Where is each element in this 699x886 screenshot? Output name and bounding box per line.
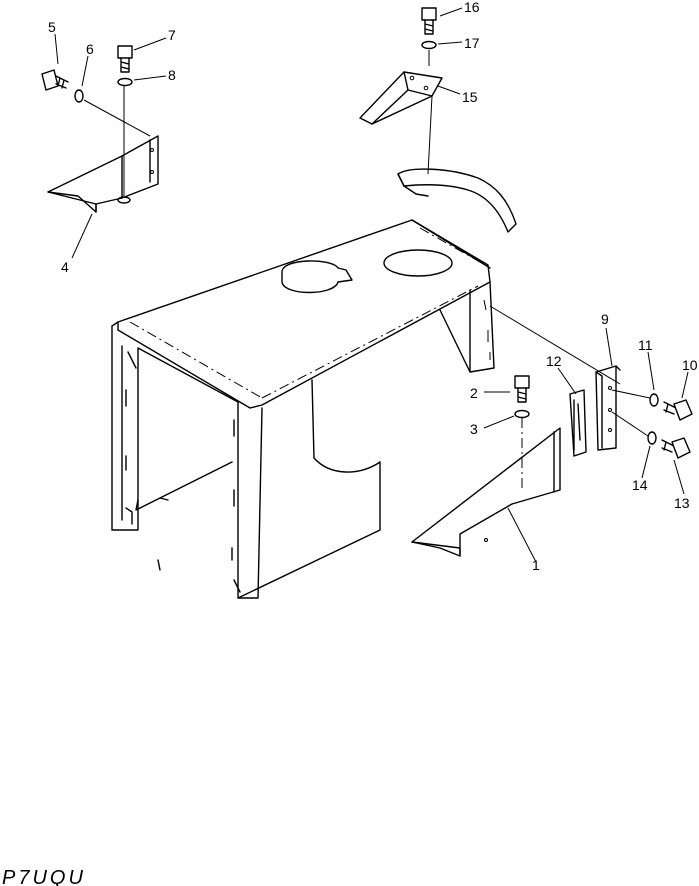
callout-9: 9 xyxy=(601,311,609,327)
bolt-16 xyxy=(421,7,437,35)
cover-1 xyxy=(411,427,561,557)
fasteners xyxy=(41,7,693,459)
main-housing xyxy=(111,219,495,599)
washer-14 xyxy=(647,431,657,445)
callout-14: 14 xyxy=(632,477,648,493)
callout-6: 6 xyxy=(86,41,94,57)
bolt-10 xyxy=(663,399,693,421)
drawing-code: P7UQU xyxy=(2,867,86,886)
callout-3: 3 xyxy=(470,421,478,437)
callout-10: 10 xyxy=(682,357,698,373)
callout-13: 13 xyxy=(674,495,690,511)
callout-12: 12 xyxy=(546,353,562,369)
plate-12 xyxy=(569,389,587,457)
callout-8: 8 xyxy=(168,67,176,83)
washer-17 xyxy=(421,40,437,50)
bolt-2 xyxy=(514,375,530,403)
washer-6 xyxy=(74,89,84,103)
washer-11 xyxy=(649,393,659,407)
callout-11: 11 xyxy=(638,337,653,353)
callout-labels: 5 6 7 8 4 16 17 15 2 3 1 9 12 11 10 14 1… xyxy=(48,0,698,573)
callout-2: 2 xyxy=(470,385,478,401)
washer-8 xyxy=(117,77,133,87)
washer-3 xyxy=(514,409,530,419)
bracket-9 xyxy=(595,365,621,451)
callout-17: 17 xyxy=(464,35,480,51)
leader-lines xyxy=(54,7,689,563)
callout-1: 1 xyxy=(532,557,540,573)
bolt-5 xyxy=(41,69,69,91)
callout-4: 4 xyxy=(61,259,69,275)
cover-4 xyxy=(47,135,159,213)
callout-5: 5 xyxy=(48,19,56,35)
callout-7: 7 xyxy=(168,27,176,43)
callout-15: 15 xyxy=(462,89,478,105)
callout-16: 16 xyxy=(464,0,480,15)
bolt-7 xyxy=(117,45,133,73)
bracket-15 xyxy=(359,71,517,233)
assembly-lines xyxy=(83,50,651,490)
bolt-13 xyxy=(661,437,691,459)
